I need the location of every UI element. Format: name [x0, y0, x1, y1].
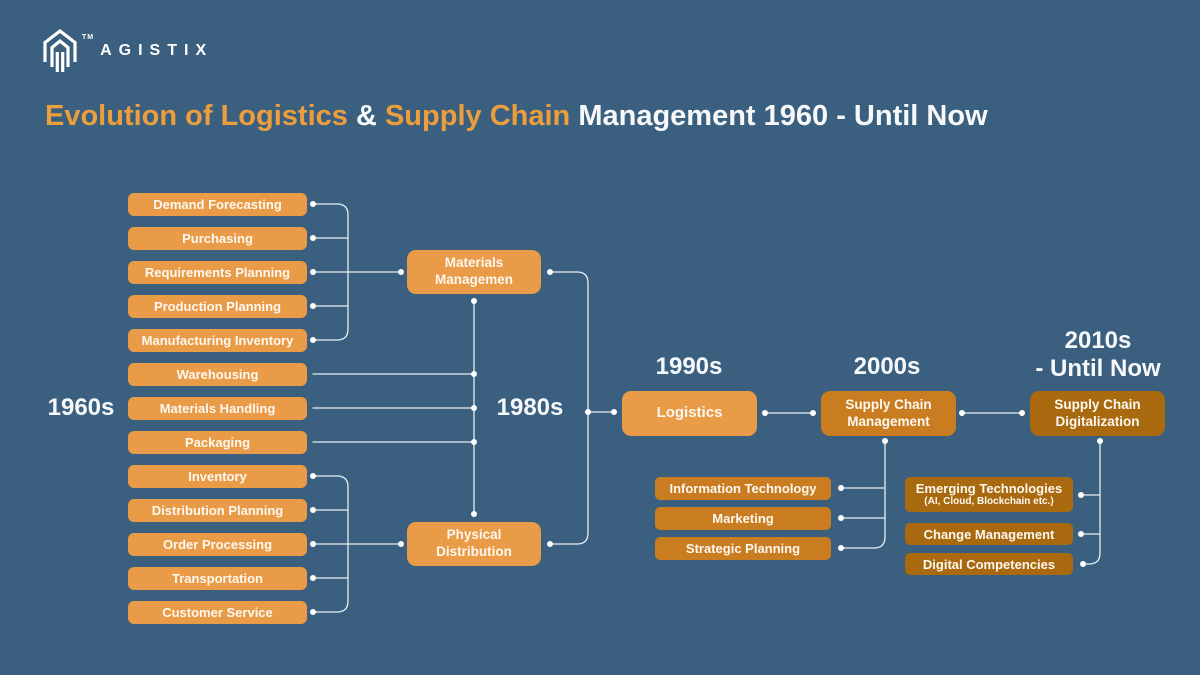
era-label-1980s: 1980s [496, 394, 564, 421]
agistix-logo-text: AGISTIX [100, 42, 214, 59]
emerging-technologies-sublabel: (AI, Cloud, Blockchain etc.) [924, 496, 1054, 508]
flow-box-change-management: Change Management [905, 523, 1073, 545]
title-segment-supply-chain: Supply Chain [384, 100, 571, 132]
flow-box-order-processing: Order Processing [128, 533, 307, 556]
flow-box-strategic-planning: Strategic Planning [655, 537, 831, 560]
flow-box-inventory: Inventory [128, 465, 307, 488]
flow-box-demand-forecasting: Demand Forecasting [128, 193, 307, 216]
flow-box-supply-chain-management: Supply Chain Management [821, 391, 956, 436]
era-label-2000s: 2000s [853, 353, 921, 380]
title-segment-management: Management 1960 - Until Now [578, 100, 988, 132]
flow-box-materials-handling: Materials Handling [128, 397, 307, 420]
flow-box-emerging-technologies: Emerging Technologies (AI, Cloud, Blockc… [905, 477, 1073, 512]
flow-box-materials-management: Materials Managemen [407, 250, 541, 294]
era-label-1990s: 1990s [655, 353, 723, 380]
scm-line1: Supply Chain [845, 396, 932, 412]
flow-box-marketing: Marketing [655, 507, 831, 530]
flow-box-supply-chain-digitalization: Supply Chain Digitalization [1030, 391, 1165, 436]
era-2010s-line1: 2010s [1064, 327, 1132, 354]
scd-line1: Supply Chain [1054, 396, 1141, 412]
physical-distribution-line2: Distribution [436, 544, 512, 559]
page-title: Evolution of Logistics & Supply Chain Ma… [45, 100, 988, 133]
flow-box-physical-distribution: Physical Distribution [407, 522, 541, 566]
era-label-1960s: 1960s [47, 394, 115, 421]
flow-box-information-technology: Information Technology [655, 477, 831, 500]
flow-box-logistics: Logistics [622, 391, 757, 436]
flow-box-requirements-planning: Requirements Planning [128, 261, 307, 284]
materials-management-line2: Managemen [434, 272, 514, 287]
trademark-symbol: TM [82, 34, 95, 41]
flow-box-transportation: Transportation [128, 567, 307, 590]
title-segment-ampersand: & [355, 100, 377, 132]
scd-line2: Digitalization [1055, 413, 1140, 429]
era-label-2010s: 2010s - Until Now [1018, 327, 1178, 382]
flow-box-manufacturing-inventory: Manufacturing Inventory [128, 329, 307, 352]
flow-box-customer-service: Customer Service [128, 601, 307, 624]
flow-box-distribution-planning: Distribution Planning [128, 499, 307, 522]
title-segment-evolution: Evolution of Logistics [45, 100, 348, 132]
flow-box-purchasing: Purchasing [128, 227, 307, 250]
flow-box-warehousing: Warehousing [128, 363, 307, 386]
physical-distribution-line1: Physical [446, 527, 502, 543]
era-2010s-line2: - Until Now [1035, 354, 1161, 382]
agistix-house-icon [43, 28, 77, 72]
emerging-technologies-label: Emerging Technologies [915, 480, 1063, 496]
flow-box-production-planning: Production Planning [128, 295, 307, 318]
agistix-logo: TM AGISTIX [40, 28, 213, 74]
flow-box-packaging: Packaging [128, 431, 307, 454]
scm-line2: Management [847, 413, 930, 429]
materials-management-line1: Materials [444, 255, 504, 271]
flow-box-digital-competencies: Digital Competencies [905, 553, 1073, 575]
